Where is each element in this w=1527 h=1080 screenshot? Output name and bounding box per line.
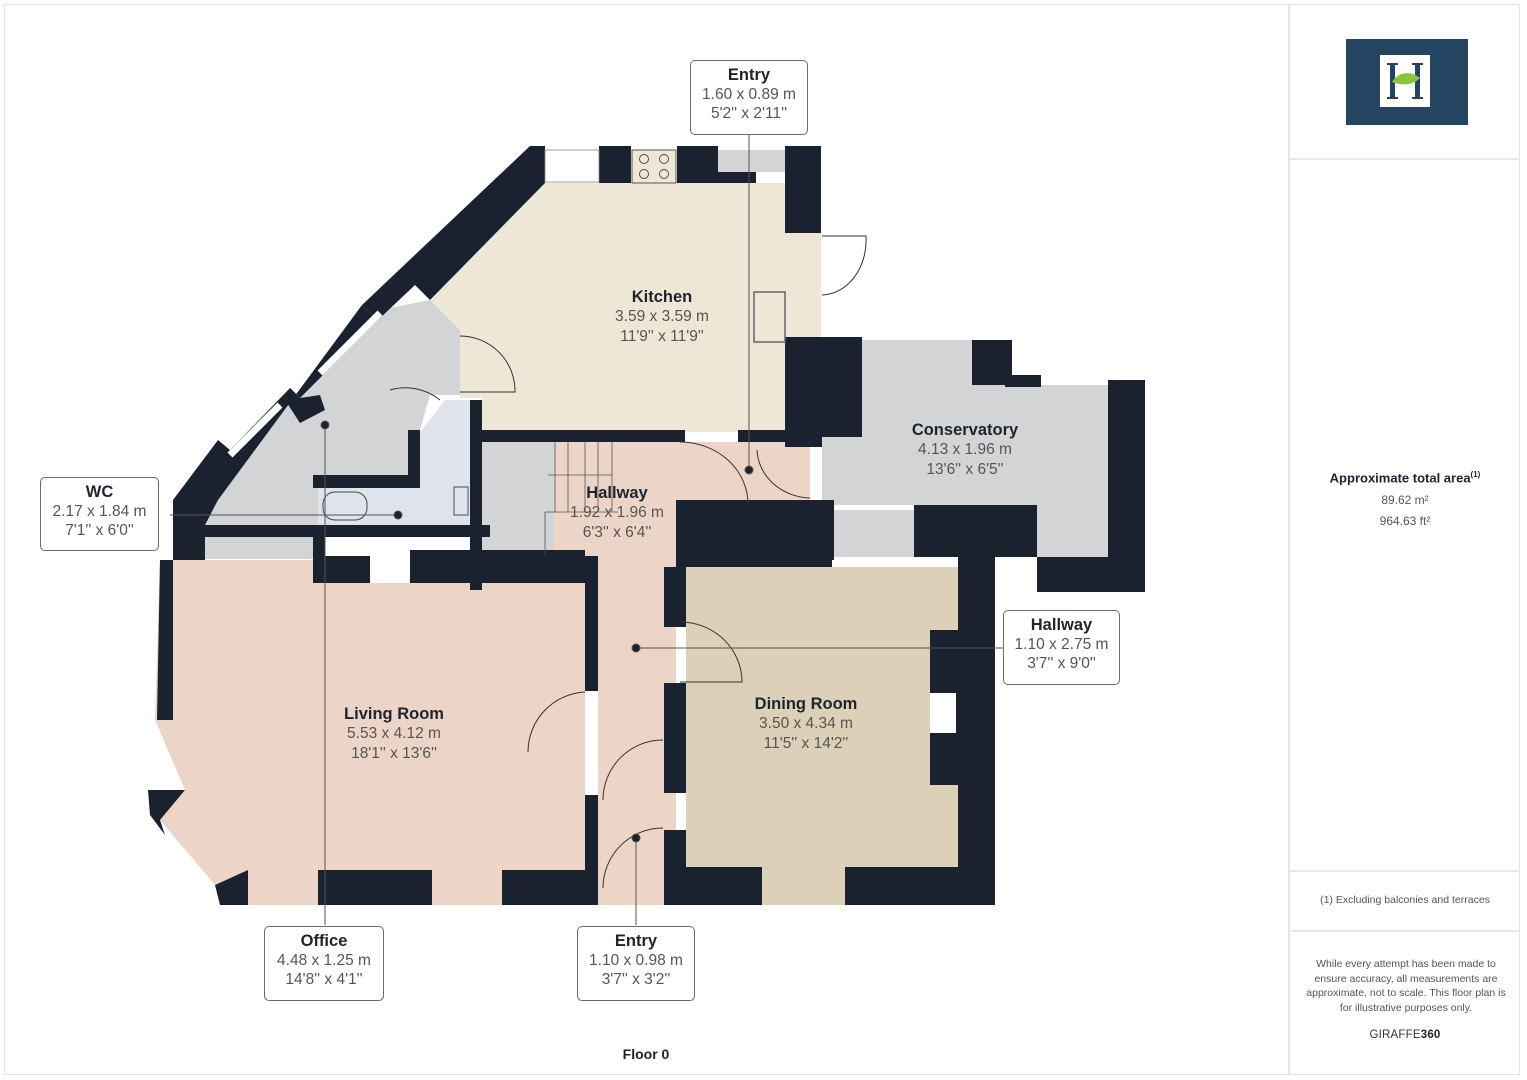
room-dining-room: Dining Room 3.50 x 4.34 m 11'5'' x 14'2'…	[755, 695, 858, 754]
counter-unit	[718, 150, 785, 172]
toilet-icon	[322, 491, 368, 521]
room-imperial: 13'6'' x 6'5''	[926, 461, 1004, 478]
sidebar-divider	[1290, 870, 1520, 872]
callout-name: Entry	[727, 66, 771, 84]
wc-floor	[205, 300, 460, 525]
living-room-floor	[155, 560, 585, 905]
staircase	[544, 442, 618, 555]
room-kitchen: Kitchen 3.59 x 3.59 m 11'9'' x 11'9''	[615, 288, 709, 347]
room-metric: 4.13 x 1.96 m	[918, 441, 1012, 458]
callout-name: Hallway	[1030, 616, 1093, 634]
room-name: Living Room	[344, 705, 444, 723]
room-conservatory: Conservatory 4.13 x 1.96 m 13'6'' x 6'5'…	[912, 421, 1018, 480]
callout-metric: 1.60 x 0.89 m	[702, 86, 796, 103]
conservatory-floor	[822, 340, 1108, 557]
brand-suffix: 360	[1420, 1029, 1441, 1041]
sidebar-divider	[1290, 930, 1520, 932]
kitchen-floor	[430, 183, 785, 432]
callout-metric: 1.10 x 0.98 m	[589, 952, 683, 969]
area-ft2: 964.63 ft²	[1379, 514, 1431, 529]
sidebar-divider	[1290, 158, 1520, 160]
callout-office: Office 4.48 x 1.25 m 14'8'' x 4'1''	[264, 926, 384, 1001]
callout-metric: 2.17 x 1.84 m	[52, 503, 147, 520]
area-m2: 89.62 m²	[1381, 493, 1429, 508]
fireplace-dining	[930, 693, 956, 733]
room-metric: 1.92 x 1.96 m	[570, 504, 664, 521]
room-metric: 3.59 x 3.59 m	[615, 308, 709, 325]
room-living-room: Living Room 5.53 x 4.12 m 18'1'' x 13'6'…	[344, 705, 444, 764]
wc-lower-strip	[205, 537, 313, 559]
floor-label: Floor 0	[622, 1046, 670, 1062]
footnote-marker: (1)	[1470, 470, 1481, 479]
total-area: Approximate total area(1) 89.62 m² 964.6…	[1290, 470, 1520, 528]
conservatory-bay	[832, 510, 914, 557]
callout-imperial: 14'8'' x 4'1''	[285, 971, 363, 988]
room-metric: 3.50 x 4.34 m	[759, 715, 853, 732]
callout-imperial: 3'7'' x 3'2''	[601, 971, 671, 988]
disclaimer: While every attempt has been made to ens…	[1306, 958, 1506, 1014]
room-metric: 5.53 x 4.12 m	[347, 725, 441, 742]
room-imperial: 11'5'' x 14'2''	[763, 735, 849, 752]
area-title: Approximate total area(1)	[1290, 470, 1520, 485]
room-name: Hallway	[586, 484, 648, 502]
sink-icon	[753, 291, 786, 343]
area-title-text: Approximate total area	[1329, 470, 1471, 486]
door-swings	[389, 235, 867, 889]
hob-icon	[631, 149, 677, 184]
house-h-leaf-logo-icon	[1346, 39, 1468, 125]
dining-room-floor	[686, 567, 958, 905]
room-imperial: 6'3'' x 6'4''	[582, 524, 652, 541]
callout-name: Entry	[614, 932, 658, 950]
callout-wc: WC 2.17 x 1.84 m 7'1'' x 6'0''	[40, 477, 159, 551]
room-hallway: Hallway 1.92 x 1.96 m 6'3'' x 6'4''	[570, 484, 664, 543]
brand-mark: GIRAFFE360	[1290, 1029, 1520, 1041]
room-name: Kitchen	[631, 288, 693, 306]
room-name: Dining Room	[754, 695, 858, 713]
room-name: Conservatory	[911, 421, 1019, 439]
walls	[148, 146, 1145, 905]
brand-prefix: GIRAFFE	[1369, 1029, 1421, 1041]
info-sidebar: Approximate total area(1) 89.62 m² 964.6…	[1288, 4, 1520, 1075]
room-imperial: 11'9'' x 11'9''	[620, 328, 704, 345]
callout-imperial: 3'7'' x 9'0''	[1027, 655, 1096, 672]
basin-icon	[453, 486, 469, 516]
callout-metric: 1.10 x 2.75 m	[1014, 636, 1109, 653]
area-footnote: (1) Excluding balconies and terraces	[1320, 894, 1490, 906]
leader-lines	[170, 135, 1005, 925]
logo-glyph	[1387, 63, 1423, 99]
fireplace-living	[370, 556, 410, 583]
hallway-floor	[554, 442, 810, 905]
page-frame	[4, 4, 1520, 1075]
hob-burners	[639, 154, 669, 179]
kitchen-door-recess	[785, 233, 821, 343]
floor-plan	[148, 135, 1145, 925]
callout-hallway: Hallway 1.10 x 2.75 m 3'7'' x 9'0''	[1003, 610, 1120, 685]
callout-name: Office	[300, 932, 348, 950]
callout-imperial: 5'2'' x 2'11''	[710, 105, 788, 122]
room-imperial: 18'1'' x 13'6''	[351, 745, 437, 762]
window-kitchen	[544, 149, 600, 183]
callout-name: WC	[85, 483, 114, 501]
callout-metric: 4.48 x 1.25 m	[277, 952, 371, 969]
stair-store	[482, 442, 554, 554]
callout-entry-bottom: Entry 1.10 x 0.98 m 3'7'' x 3'2''	[577, 926, 695, 1001]
callout-imperial: 7'1'' x 6'0''	[65, 522, 134, 539]
callout-entry-top: Entry 1.60 x 0.89 m 5'2'' x 2'11''	[690, 60, 808, 135]
